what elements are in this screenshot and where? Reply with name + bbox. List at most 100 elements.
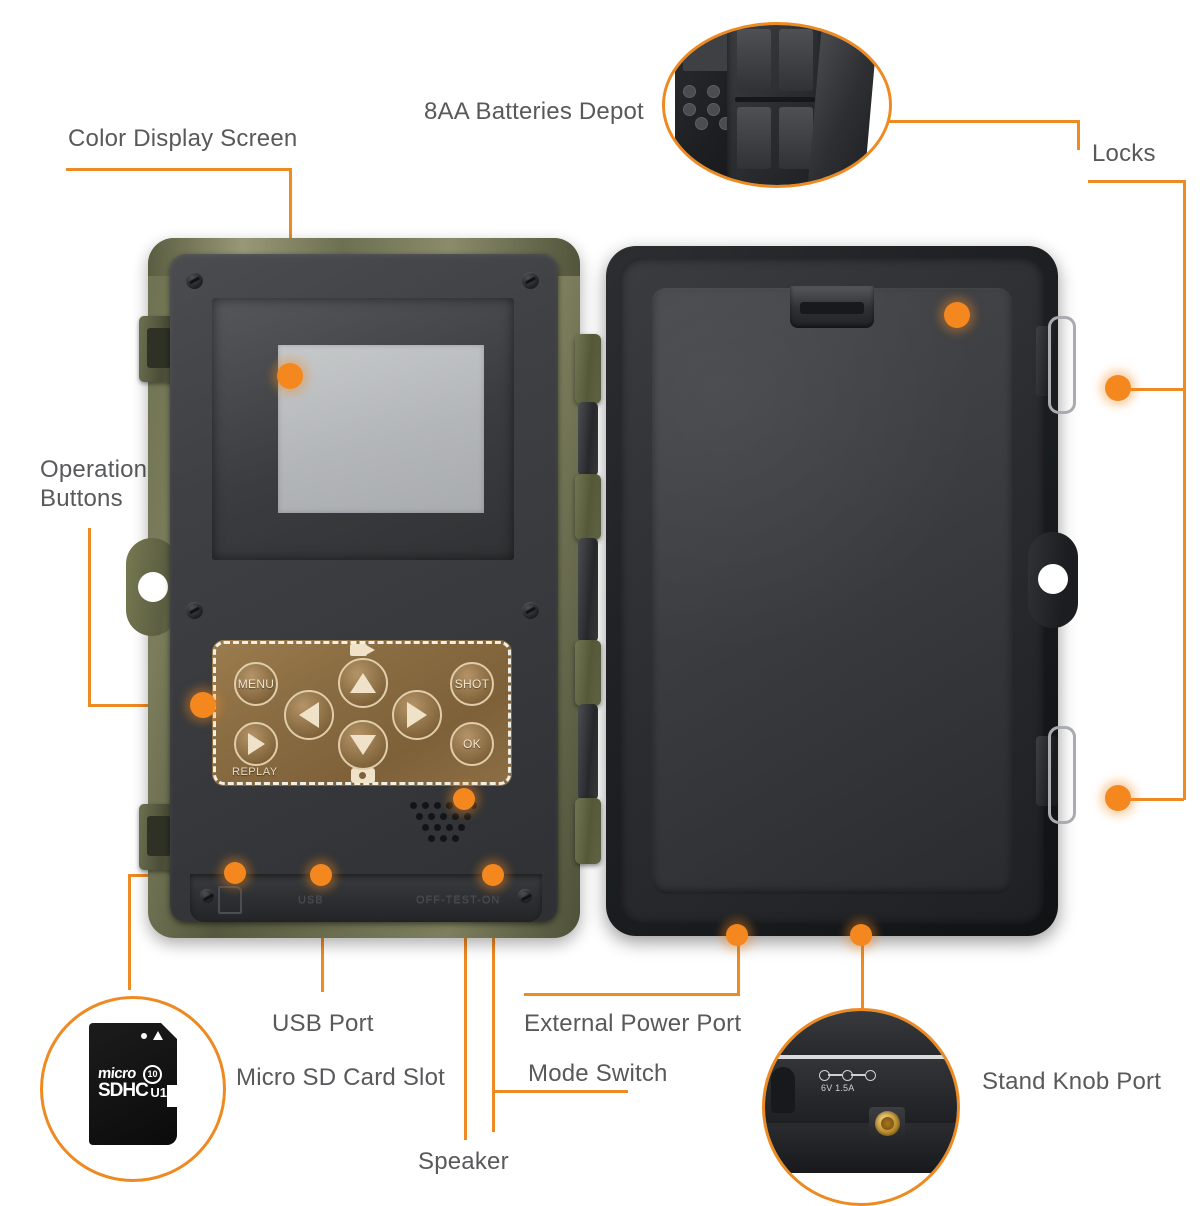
hinge-pin-middle [578, 538, 598, 642]
leader-line-operation-buttons-h [88, 704, 202, 707]
replay-button-label: REPLAY [232, 766, 278, 778]
sd-card-uhs-class: U1 [150, 1085, 167, 1100]
callout-dot-external-power-port[interactable] [726, 924, 748, 946]
micro-sd-card: micro SDHC 10 U1 [89, 1023, 177, 1145]
battery-cover-latch-tab[interactable] [790, 286, 874, 328]
callout-label-color-display-screen: Color Display Screen [68, 125, 298, 152]
port-strip-screw-right [518, 889, 532, 903]
speaker-grille [410, 802, 486, 842]
leader-line-operation-buttons-v [88, 528, 91, 706]
leader-line-locks-spine [1183, 180, 1186, 800]
ok-button-label: OK [463, 737, 481, 751]
sd-card-slot-icon [218, 886, 242, 914]
up-arrow-icon [350, 673, 376, 693]
dc-power-jack-icon [819, 1067, 895, 1081]
photo-camera-icon [351, 765, 375, 783]
callout-dot-operation-buttons[interactable] [190, 692, 216, 718]
sd-card-triangle-icon [153, 1031, 163, 1040]
color-display-screen [278, 345, 484, 513]
inset-stand-knob-port: 6V 1.5A [762, 1008, 960, 1206]
up-button[interactable] [338, 658, 388, 708]
video-camera-icon [350, 642, 376, 657]
callout-dot-stand-knob-port[interactable] [850, 924, 872, 946]
camera-door-half [606, 246, 1078, 936]
camera-body-half: MENU SHOT OK REPLAY [126, 238, 580, 938]
port-strip: USB OFF-TEST-ON [190, 874, 542, 922]
leader-line-speaker-v [464, 800, 467, 1140]
lock-latch-bottom[interactable] [1036, 724, 1076, 824]
callout-dot-micro-sd-card-slot[interactable] [224, 862, 246, 884]
callout-label-usb-port: USB Port [272, 1010, 374, 1037]
leader-line-color-display-screen-h [66, 168, 292, 171]
ok-button[interactable]: OK [450, 722, 494, 766]
shot-button-label: SHOT [454, 677, 490, 691]
power-rating-label: 6V 1.5A [821, 1083, 855, 1093]
hinge-barrel-middle [575, 474, 601, 540]
callout-dot-speaker[interactable] [453, 788, 475, 810]
panel-screw-top-right [522, 272, 539, 289]
body-mounting-tab [126, 538, 178, 636]
hinge-pin-lower [578, 704, 598, 800]
callout-label-batteries-depot: 8AA Batteries Depot [424, 98, 644, 125]
lock-latch-top[interactable] [1036, 314, 1076, 414]
tripod-thread-icon [875, 1111, 900, 1136]
operation-buttons-line-1: Operation [40, 456, 148, 483]
operation-buttons-keypad: MENU SHOT OK REPLAY [212, 640, 512, 786]
leader-line-mode-switch-underline [492, 1090, 628, 1093]
rubber-port-plug [771, 1067, 795, 1113]
leader-line-stand-knob-v [861, 936, 864, 1012]
right-arrow-icon [407, 702, 427, 728]
leader-line-locks-branch-bottom [1118, 798, 1184, 801]
operation-buttons-line-2: Buttons [40, 485, 123, 513]
shot-button[interactable]: SHOT [450, 662, 494, 706]
leader-line-external-power-h [524, 993, 740, 996]
screen-bezel [212, 298, 514, 560]
menu-button[interactable]: MENU [234, 662, 278, 706]
callout-label-external-power-port: External Power Port [524, 1010, 742, 1037]
panel-screw-bottom-left [186, 602, 203, 619]
panel-screw-bottom-right [522, 602, 539, 619]
menu-button-label: MENU [237, 677, 275, 691]
callout-dot-color-display-screen[interactable] [277, 363, 303, 389]
leader-line-locks-branch-top [1118, 388, 1184, 391]
play-arrow-icon [247, 733, 265, 755]
battery-compartment-cover [652, 286, 1012, 894]
hinge-barrel-top [575, 334, 601, 404]
hinge-barrel-bottom [575, 798, 601, 864]
down-button[interactable] [338, 720, 388, 770]
callout-dot-usb-port[interactable] [310, 864, 332, 886]
callout-label-micro-sd-card-slot: Micro SD Card Slot [236, 1064, 445, 1091]
port-strip-screw-left [200, 889, 214, 903]
sd-card-dot [141, 1033, 147, 1039]
callout-dot-batteries-depot[interactable] [944, 302, 970, 328]
left-button[interactable] [284, 690, 334, 740]
leader-line-mode-switch-v [492, 876, 495, 1132]
callout-label-locks: Locks [1092, 140, 1156, 167]
callout-dot-lock-bottom[interactable] [1105, 785, 1131, 811]
leader-line-locks-underline [1088, 180, 1186, 183]
hinge-pin-top [578, 402, 598, 476]
camera-inner-panel: MENU SHOT OK REPLAY [170, 254, 558, 922]
door-rim-gasket [620, 258, 1044, 924]
leader-line-sd-v [128, 874, 131, 990]
replay-button[interactable] [234, 722, 278, 766]
callout-dot-mode-switch[interactable] [482, 864, 504, 886]
leader-line-batteries-depot-v [1077, 120, 1080, 150]
sd-card-speed-class: 10 [143, 1065, 162, 1084]
callout-label-operation-buttons: Operation Buttons [40, 455, 147, 514]
callout-label-stand-knob-port: Stand Knob Port [982, 1068, 1162, 1095]
sd-card-brand-sdhc: SDHC [98, 1080, 149, 1101]
inset-micro-sd-card: micro SDHC 10 U1 [40, 996, 226, 1182]
callout-dot-lock-top[interactable] [1105, 375, 1131, 401]
leader-line-external-power-v [737, 936, 740, 996]
panel-screw-top-left [186, 272, 203, 289]
left-arrow-icon [299, 702, 319, 728]
callout-label-speaker: Speaker [418, 1148, 509, 1175]
mode-switch-emboss-label: OFF-TEST-ON [416, 894, 501, 906]
right-button[interactable] [392, 690, 442, 740]
leader-line-batteries-depot-h [866, 120, 1080, 123]
usb-port-emboss-label: USB [298, 894, 324, 906]
callout-label-mode-switch: Mode Switch [528, 1060, 668, 1087]
inset-battery-bay [727, 25, 841, 185]
